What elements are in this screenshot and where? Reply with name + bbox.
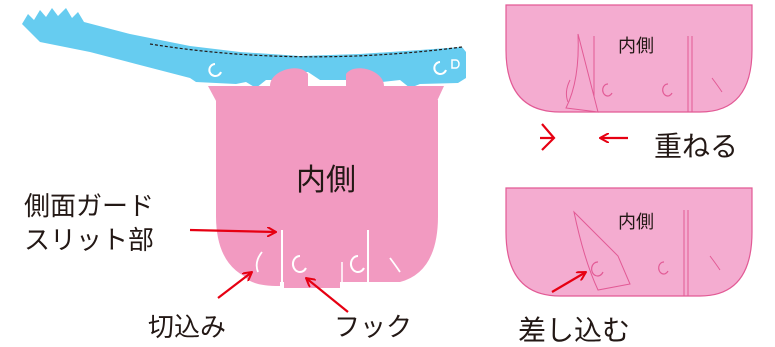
notch-mark-right — [389, 257, 401, 273]
ear-strap — [22, 8, 466, 88]
overlap-step-illustration: 内側 — [505, 4, 753, 113]
overlap-mask-shape — [505, 4, 753, 113]
insert-mask-shape — [505, 187, 753, 297]
overlap-notch-right — [711, 77, 723, 93]
mask-bottom-tabs — [246, 262, 412, 288]
notch-arrow — [217, 272, 252, 299]
main-inner-label: 内側 — [296, 163, 356, 198]
insert-notch-right — [709, 255, 721, 271]
notch-mark — [255, 251, 263, 273]
hook-icon-right — [349, 254, 365, 273]
insert-step-illustration: 内側 — [505, 187, 753, 297]
hook-icon — [291, 254, 307, 273]
strap-dashed-edge — [149, 43, 463, 58]
overlap-caption: 重ねる — [654, 130, 738, 163]
strap-hook-end-icon — [451, 59, 460, 69]
insert-flap — [573, 210, 631, 291]
insert-caption: 差し込む — [518, 314, 630, 347]
overlap-arrow-left — [540, 123, 556, 151]
strap-hook-left-icon — [208, 63, 222, 77]
notch-label: 切込み — [148, 313, 226, 343]
insert-arrow — [551, 272, 586, 293]
overlap-hook-right-icon — [662, 83, 673, 97]
overlap-hook-icon — [602, 83, 613, 97]
slit-label-line1: 側面ガード — [24, 192, 154, 222]
overlap-flap — [565, 33, 599, 113]
slit-arrow — [189, 230, 276, 232]
strap-hook-right-icon — [433, 61, 447, 75]
insert-hook-right-icon — [658, 261, 669, 275]
overlap-inner-label: 内側 — [618, 36, 654, 57]
slit-label-line2: スリット部 — [24, 226, 154, 256]
hook-arrow — [306, 278, 349, 313]
insert-inner-label: 内側 — [618, 212, 654, 233]
hook-label: フック — [334, 313, 412, 343]
overlap-notch-left — [565, 79, 571, 103]
insert-hook-icon — [591, 261, 604, 277]
